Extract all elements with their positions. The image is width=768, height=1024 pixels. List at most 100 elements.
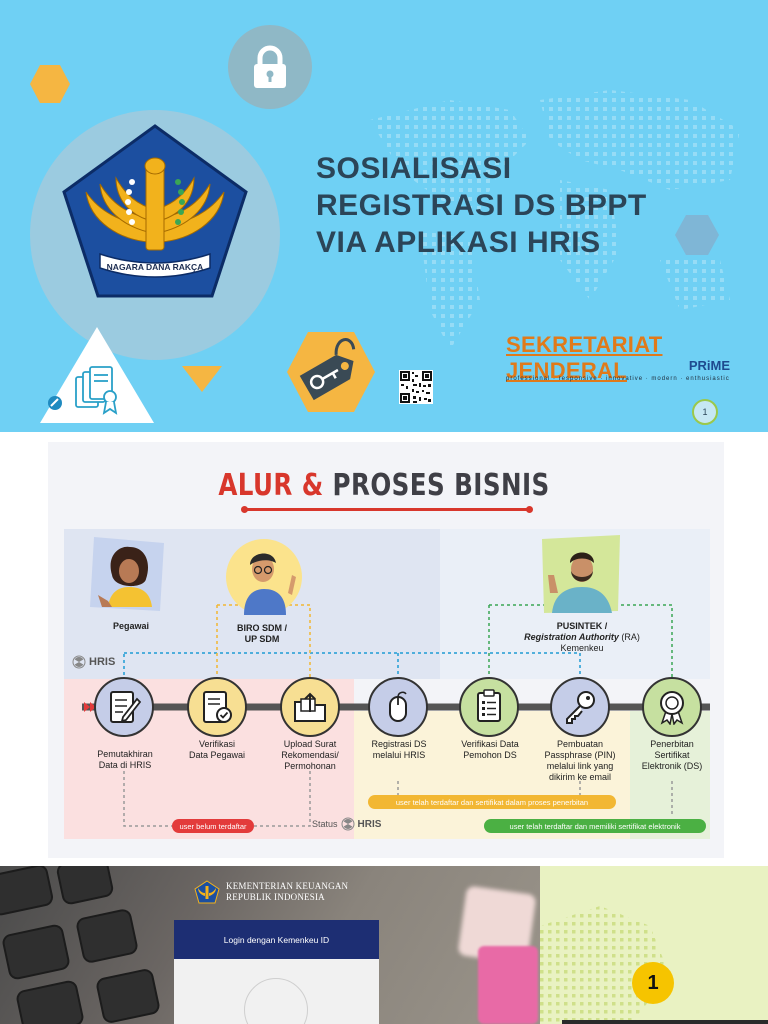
status-hris-text: HRIS bbox=[357, 818, 382, 830]
login-panel: Login dengan Kemenkeu ID bbox=[174, 920, 379, 1024]
business-process-diagram: Pegawai BIRO SDM / UP SDM PUSINTEK / Reg… bbox=[64, 529, 710, 839]
avatar-placeholder bbox=[244, 978, 308, 1024]
page-number: 1 bbox=[692, 399, 718, 425]
title-line-3: VIA APLIKASI HRIS bbox=[316, 226, 601, 259]
presentation-title: SOSIALISASI REGISTRASI DS BPPT VIA APLIK… bbox=[316, 150, 736, 261]
kemenkeu-header-logo: KEMENTERIAN KEUANGAN REPUBLIK INDONESIA bbox=[194, 880, 348, 904]
org-line-2: REPUBLIK INDONESIA bbox=[226, 892, 325, 902]
mouse-icon bbox=[389, 691, 407, 722]
brand-prime: PRiME bbox=[688, 358, 730, 373]
certificate-icon bbox=[660, 691, 684, 725]
certificate-documents-icon bbox=[75, 366, 118, 415]
step-6-label-line-2: Passphrase (PIN) bbox=[544, 750, 616, 760]
bottom-dark-bar bbox=[562, 1020, 768, 1024]
login-button[interactable]: Login dengan Kemenkeu ID bbox=[174, 920, 379, 959]
qr-code bbox=[399, 370, 433, 404]
step-6-passphrase bbox=[550, 677, 610, 737]
emblem-motto: NAGARA DANA RAKÇA bbox=[107, 262, 204, 272]
step-4-label-line-1: Registrasi DS bbox=[371, 739, 427, 749]
lock-icon bbox=[254, 45, 286, 88]
step-4-label: Registrasi DS melalui HRIS bbox=[354, 739, 444, 761]
blue-hexagon bbox=[675, 215, 719, 255]
step-7-label-line-2: Sertifikat bbox=[654, 750, 690, 760]
pusintek-label-line-1: PUSINTEK / bbox=[556, 621, 608, 631]
status-pill-belum: user belum terdaftar bbox=[172, 819, 254, 833]
step-7-label-line-3: Elektronik (DS) bbox=[641, 761, 703, 771]
hris-status-icon bbox=[341, 817, 355, 831]
kemenkeu-small-emblem bbox=[194, 880, 220, 904]
brand-name: SEKRETARIAT JENDERAL bbox=[506, 332, 663, 383]
step-3-label-line-1: Upload Surat bbox=[283, 739, 337, 749]
pusintek-label: PUSINTEK / Registration Authority (RA) K… bbox=[512, 621, 652, 654]
status-hris-label: Status HRIS bbox=[312, 817, 381, 831]
pusintek-label-line-3: Kemenkeu bbox=[560, 643, 604, 653]
sekjen-prime-logo: SEKRETARIAT JENDERAL PRiME professional … bbox=[506, 332, 736, 384]
key-tag-icon bbox=[299, 338, 356, 401]
step-5-label: Verifikasi Data Pemohon DS bbox=[444, 739, 536, 761]
biro-label-line-1: BIRO SDM / bbox=[236, 623, 287, 633]
lock-badge bbox=[228, 25, 312, 109]
title-underline bbox=[241, 506, 533, 513]
brand-tagline: professional · responsive · innovative ·… bbox=[506, 376, 730, 382]
title-line-1: SOSIALISASI bbox=[316, 152, 512, 185]
document-edit-icon bbox=[110, 691, 141, 723]
keyboard-keys-graphic bbox=[0, 866, 160, 1024]
step-2-label-line-1: Verifikasi bbox=[198, 739, 235, 749]
document-check-icon bbox=[203, 691, 232, 723]
step-6-label-line-3: melalui link yang bbox=[546, 761, 614, 771]
checklist-icon bbox=[477, 689, 501, 722]
step-7-label: Penerbitan Sertifikat Elektronik (DS) bbox=[630, 739, 714, 772]
step-4-label-line-2: melalui HRIS bbox=[372, 750, 426, 760]
cover-slide: NAGARA DANA RAKÇA bbox=[0, 0, 768, 432]
step-4-registrasi bbox=[368, 677, 428, 737]
eraser-pink-part bbox=[478, 946, 538, 1024]
step-1-label: Pemutakhiran Data di HRIS bbox=[82, 749, 168, 771]
flow-title: ALUR & PROSES BISNIS bbox=[69, 468, 699, 503]
step-3-upload bbox=[280, 677, 340, 737]
pusintek-avatar bbox=[542, 535, 620, 613]
key-icon bbox=[566, 691, 595, 724]
step-1-label-line-2: Data di HRIS bbox=[98, 760, 152, 770]
kemenkeu-emblem-logo: NAGARA DANA RAKÇA bbox=[62, 124, 248, 298]
step-3-label-line-3: Permohonan bbox=[284, 761, 336, 771]
step-1-pemutakhiran bbox=[94, 677, 154, 737]
step-3-label: Upload Surat Rekomendasi/ Permohonan bbox=[264, 739, 356, 772]
flow-title-part-2: PROSES BISNIS bbox=[332, 468, 550, 503]
orange-triangle bbox=[182, 366, 222, 392]
step-2-label-line-2: Data Pegawai bbox=[188, 750, 246, 760]
pegawai-avatar bbox=[90, 537, 164, 611]
step-3-label-line-2: Rekomendasi/ bbox=[281, 750, 339, 760]
pusintek-label-ra: (RA) bbox=[618, 632, 640, 642]
pusintek-label-line-2: Registration Authority bbox=[524, 632, 619, 642]
step-5-verifikasi-pemohon bbox=[459, 677, 519, 737]
biro-sdm-avatar bbox=[226, 539, 302, 615]
key-hexagon-badge bbox=[287, 332, 375, 412]
pegawai-label: Pegawai bbox=[112, 621, 150, 631]
step-7-penerbitan bbox=[642, 677, 702, 737]
pen-icon bbox=[50, 398, 59, 407]
orange-hexagon bbox=[30, 65, 70, 103]
step-6-label-line-1: Pembuatan bbox=[556, 739, 604, 749]
kemenkeu-header-text: KEMENTERIAN KEUANGAN REPUBLIK INDONESIA bbox=[226, 881, 348, 903]
biro-sdm-label: BIRO SDM / UP SDM bbox=[222, 623, 302, 645]
step-6-label: Pembuatan Passphrase (PIN) melalui link … bbox=[532, 739, 628, 783]
documents-triangle-graphic bbox=[40, 327, 154, 423]
step-5-label-line-2: Pemohon DS bbox=[463, 750, 517, 760]
flow-title-part-1: ALUR & bbox=[218, 468, 333, 503]
folder-upload-icon bbox=[294, 692, 326, 722]
step-1-label-line-1: Pemutakhiran bbox=[97, 749, 153, 759]
title-line-2: REGISTRASI DS BPPT bbox=[316, 189, 647, 222]
step-number-badge: 1 bbox=[632, 962, 674, 1004]
hris-radiation-icon bbox=[72, 655, 86, 669]
step-5-label-line-1: Verifikasi Data bbox=[461, 739, 519, 749]
status-pill-proses: user telah terdaftar dan sertifikat dala… bbox=[368, 795, 616, 809]
step-2-label: Verifikasi Data Pegawai bbox=[174, 739, 260, 761]
step-7-label-line-1: Penerbitan bbox=[650, 739, 694, 749]
step-2-verifikasi bbox=[187, 677, 247, 737]
hris-label-text: HRIS bbox=[89, 656, 116, 668]
world-map-dots bbox=[370, 90, 740, 350]
biro-label-line-2: UP SDM bbox=[244, 634, 280, 644]
org-line-1: KEMENTERIAN KEUANGAN bbox=[226, 881, 349, 891]
status-label-text: Status bbox=[312, 819, 338, 829]
step-6-label-line-4: dikirim ke email bbox=[548, 772, 611, 782]
